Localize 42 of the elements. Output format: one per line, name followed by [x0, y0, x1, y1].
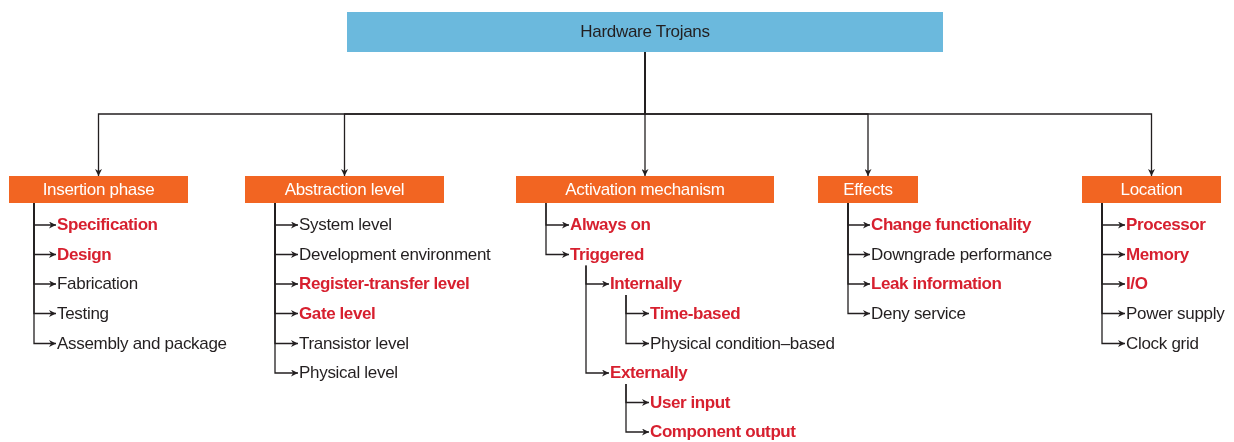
category-box: Location — [1082, 176, 1221, 203]
branch-label: System level — [299, 214, 392, 236]
branch-label: Physical condition–based — [650, 332, 835, 355]
branch-label: Register-transfer level — [299, 273, 470, 295]
branch-label: Physical level — [299, 362, 398, 384]
branch-label: I/O — [1126, 273, 1148, 295]
branch-label: Processor — [1126, 214, 1206, 236]
branch-label: Specification — [57, 214, 158, 236]
branch-label: Transistor level — [299, 332, 409, 355]
branch-label: Deny service — [871, 302, 966, 325]
branch-label: Time-based — [650, 302, 741, 325]
branch-label: User input — [650, 391, 731, 414]
arrow — [585, 264, 610, 377]
branch-label: Leak information — [871, 273, 1002, 295]
branch-label: Clock grid — [1126, 332, 1199, 355]
branch-label: Development environment — [299, 243, 491, 266]
branch-label: Downgrade performance — [871, 243, 1052, 266]
arrow — [545, 202, 570, 258]
arrow — [625, 383, 650, 436]
branch-label: Change functionality — [871, 214, 1032, 236]
branch-label: Power supply — [1126, 302, 1225, 325]
category-box: Abstraction level — [245, 176, 444, 203]
branch-label: Assembly and package — [57, 332, 227, 355]
arrow — [33, 202, 57, 347]
branch-label: Triggered — [570, 243, 644, 266]
arrow — [847, 202, 871, 317]
branch-label: Externally — [610, 362, 688, 384]
category-box: Insertion phase — [9, 176, 188, 203]
branch-label: Internally — [610, 273, 682, 295]
category-box: Effects — [818, 176, 918, 203]
branch-label: Fabrication — [57, 273, 138, 295]
arrow — [274, 202, 299, 377]
category-box: Activation mechanism — [516, 176, 774, 203]
branch-label: Memory — [1126, 243, 1189, 266]
branch-label: Component output — [650, 421, 796, 442]
arrow — [1101, 202, 1126, 347]
branch-label: Testing — [57, 302, 109, 325]
root-box: Hardware Trojans — [347, 12, 943, 52]
arrow — [625, 294, 650, 347]
branch-label: Design — [57, 243, 112, 266]
branch-label: Gate level — [299, 302, 376, 325]
branch-label: Always on — [570, 214, 651, 236]
